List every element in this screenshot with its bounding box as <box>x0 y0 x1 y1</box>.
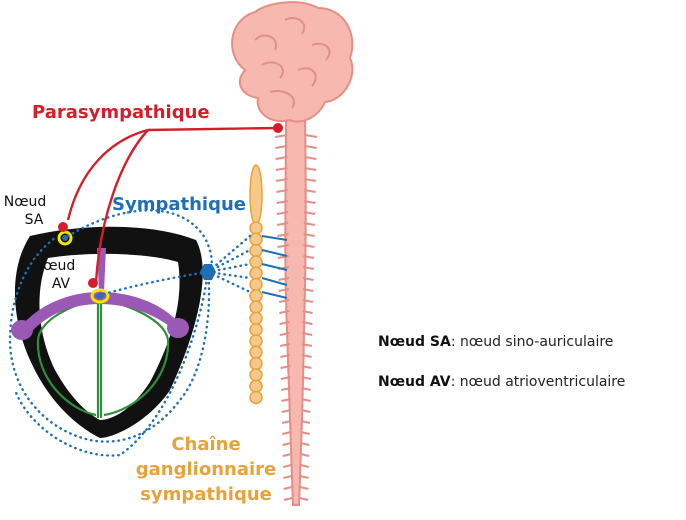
nerve-root-right <box>305 135 317 137</box>
chain-ganglion <box>250 279 262 291</box>
chain-ganglion <box>250 335 262 347</box>
vagal-origin-dot <box>273 123 283 133</box>
chain-ganglion <box>250 392 262 404</box>
nerve-root-right <box>300 476 308 478</box>
chaine-label-line2: ganglionnaire <box>136 459 276 480</box>
chain-ganglion <box>250 380 262 392</box>
chain-ganglion <box>250 233 262 245</box>
brain <box>232 2 352 121</box>
nerve-root-left <box>283 465 291 467</box>
chain-ganglion <box>250 312 262 324</box>
nerve-root-left <box>283 476 291 478</box>
chain-ganglion <box>250 222 262 234</box>
noeud-av-label-line2: AV <box>52 276 71 292</box>
legend-desc-av: : nœud atrioventriculaire <box>451 374 626 390</box>
nerve-root-left <box>284 487 292 489</box>
nerve-root-right <box>300 465 308 467</box>
chain-ganglion <box>250 358 262 370</box>
noeud-av-label-line1: Nœud <box>33 258 76 274</box>
chain-ganglion <box>250 256 262 268</box>
nerve-root-right <box>300 498 308 500</box>
chain-ganglion <box>250 301 262 313</box>
sympathique-label: Sympathique <box>112 194 246 215</box>
legend-term-sa: Nœud SA <box>378 334 451 350</box>
chaine-label-line1: Chaîne <box>171 434 240 455</box>
chain-ganglion <box>250 290 262 302</box>
parasympathique-label: Parasympathique <box>32 102 210 123</box>
legend-term-av: Nœud AV <box>378 374 451 390</box>
chain-ganglion <box>250 324 262 336</box>
chain-ganglion <box>250 369 262 381</box>
noeud-sa-label-line2: SA <box>25 212 44 228</box>
chaine-label-line3: sympathique <box>140 484 272 505</box>
chain-ganglion <box>250 267 262 279</box>
nerve-root-right <box>301 454 310 456</box>
legend-item-av: Nœud AV: nœud atrioventriculaire <box>378 374 625 390</box>
nerve-root-right <box>305 146 317 148</box>
chain-ganglion <box>250 346 262 358</box>
legend-item-sa: Nœud SA: nœud sino-auriculaire <box>378 334 613 350</box>
nerve-root-left <box>284 498 292 500</box>
av-parasympathetic-dot <box>88 278 98 288</box>
sa-parasympathetic-dot <box>58 222 68 232</box>
chain-ganglion <box>250 245 262 257</box>
nerve-root-right <box>300 487 308 489</box>
spinal-cord <box>275 115 317 505</box>
sympathetic-chain <box>250 165 262 404</box>
legend-desc-sa: : nœud sino-auriculaire <box>451 334 614 350</box>
noeud-sa-label-line1: Nœud <box>4 194 47 210</box>
nerve-root-left <box>283 454 292 456</box>
